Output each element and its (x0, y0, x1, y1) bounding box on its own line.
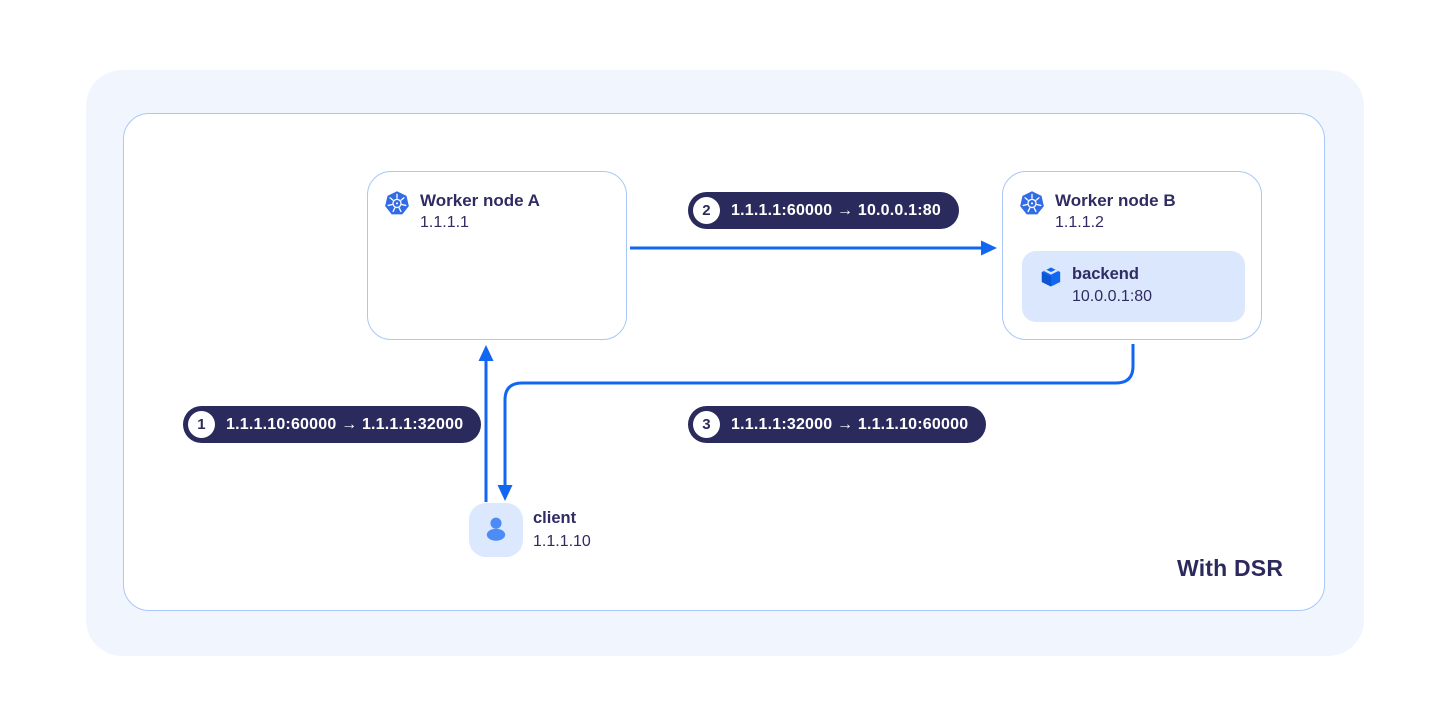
node-ip: 1.1.1.2 (1055, 214, 1104, 232)
worker-node-b-box: Worker node B 1.1.1.2 backend 10.0.0.1:8… (1002, 171, 1262, 340)
flow-label-1: 1 1.1.1.10:60000 → 1.1.1.1:32000 (183, 406, 482, 443)
flow-label-text: 1.1.1.1:60000 → 10.0.0.1:80 (731, 201, 941, 219)
client-avatar (469, 503, 523, 557)
node-title: Worker node A (420, 191, 540, 210)
node-title: Worker node B (1055, 191, 1176, 210)
person-icon (480, 512, 512, 549)
worker-node-a-text: Worker node A 1.1.1.1 (420, 190, 540, 232)
cube-icon (1040, 266, 1062, 293)
flow-label-3: 3 1.1.1.1:32000 → 1.1.1.10:60000 (688, 406, 987, 443)
flow-label-text: 1.1.1.1:32000 → 1.1.1.10:60000 (731, 415, 969, 433)
worker-node-b-header: Worker node B 1.1.1.2 (1003, 172, 1261, 232)
kubernetes-icon (384, 190, 410, 221)
step-badge: 1 (188, 411, 215, 438)
client-text: client 1.1.1.10 (533, 509, 591, 551)
pod-address: 10.0.0.1:80 (1072, 287, 1153, 305)
worker-node-b-text: Worker node B 1.1.1.2 (1055, 190, 1176, 232)
node-ip: 1.1.1.1 (420, 214, 469, 232)
pod-title: backend (1072, 265, 1139, 283)
client-label: client (533, 509, 577, 527)
flow-label-text: 1.1.1.10:60000 → 1.1.1.1:32000 (226, 415, 464, 433)
step-badge: 2 (693, 197, 720, 224)
backend-pod: backend 10.0.0.1:80 (1022, 251, 1245, 322)
worker-node-a-header: Worker node A 1.1.1.1 (368, 172, 626, 232)
kubernetes-icon (1019, 190, 1045, 221)
flow-label-2: 2 1.1.1.1:60000 → 10.0.0.1:80 (688, 192, 959, 229)
step-badge: 3 (693, 411, 720, 438)
client-ip: 1.1.1.10 (533, 532, 591, 550)
backend-pod-text: backend 10.0.0.1:80 (1072, 265, 1152, 306)
with-dsr-caption: With DSR (1177, 555, 1284, 581)
worker-node-a-box: Worker node A 1.1.1.1 (367, 171, 627, 340)
